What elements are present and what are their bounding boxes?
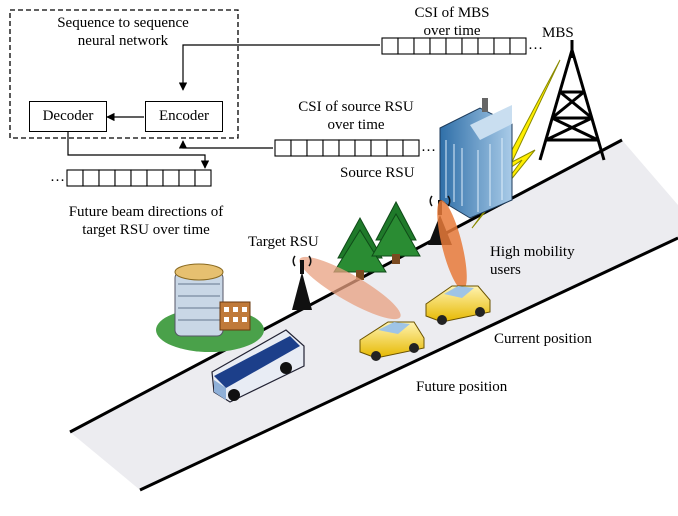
mbs-ellipsis: … [528,37,543,53]
future-beam-sequence [66,169,212,187]
csi-mbs-label: CSI of MBS over time [392,4,512,40]
csi-source-line2: over time [327,117,385,133]
source-building-icon [439,98,513,219]
encoder-label: Encoder [159,108,209,124]
nn-boundary [9,9,239,139]
decoder-box: Decoder [29,101,107,132]
nn-title-line1: Sequence to sequence [57,15,189,31]
future-beam-line2: target RSU over time [82,222,210,238]
current-position-label: Current position [494,331,592,347]
csi-source-label: CSI of source RSU over time [272,98,440,134]
source-ellipsis: … [421,139,436,155]
encoder-box: Encoder [145,101,223,132]
csi-source-sequence [274,139,420,157]
source-rsu-label: Source RSU [340,165,415,181]
source-beam [437,200,467,290]
future-beam-line1: Future beam directions of [68,204,224,220]
road [69,138,678,492]
mbs-label: MBS [542,25,574,41]
taxi-future-icon [359,321,425,361]
high-mobility-line1: High mobility [490,244,575,260]
left-building-icon [156,263,264,352]
high-mobility-line2: users [490,262,521,278]
target-rsu-label: Target RSU [248,234,319,250]
future-ellipsis: … [50,169,65,185]
nn-title: Sequence to sequence neural network [18,14,228,50]
tree-icons [333,200,421,280]
csi-source-line1: CSI of source RSU [298,99,414,115]
bus-icon [211,329,305,403]
nn-title-line2: neural network [77,33,169,49]
csi-mbs-line2: over time [423,23,481,39]
target-rsu-antenna-icon [292,255,312,310]
csi-mbs-line1: CSI of MBS [414,5,490,21]
future-position-label: Future position [416,379,508,395]
mbs-tower-icon [538,40,606,161]
csi-mbs-sequence [381,37,527,55]
taxi-current-icon [425,285,491,325]
connectors [67,44,380,169]
high-mobility-label: High mobility users [490,243,575,279]
decoder-label: Decoder [42,108,94,124]
future-beam-label: Future beam directions of target RSU ove… [36,203,256,239]
target-beam [299,256,401,320]
